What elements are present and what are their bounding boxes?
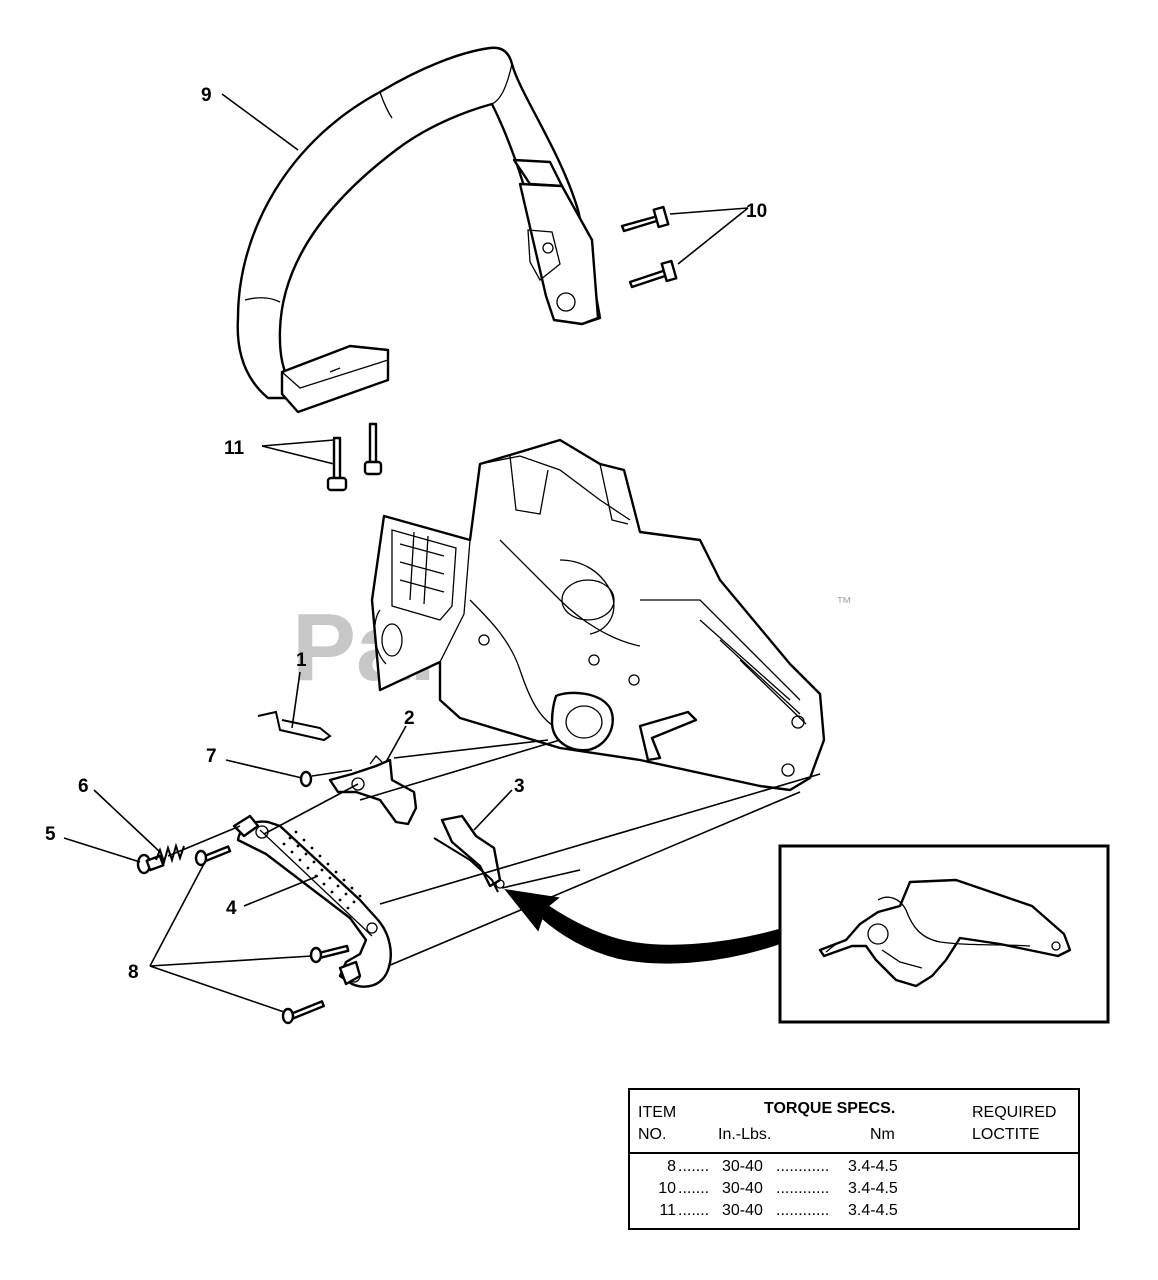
table-row: 10 ....... 30-40 ............ 3.4-4.5	[630, 1180, 1078, 1202]
row-nm: 3.4-4.5	[848, 1158, 898, 1175]
col-required-line2: LOCTITE	[972, 1126, 1040, 1143]
col-nm: Nm	[870, 1126, 895, 1143]
screw-part-5	[136, 853, 165, 875]
assembly-lines	[167, 739, 821, 967]
callout-5: 5	[45, 824, 56, 845]
row-dots: .......	[678, 1202, 710, 1219]
callout-7: 7	[206, 746, 217, 767]
detail-arrow	[504, 888, 779, 964]
front-handle-part-9	[236, 46, 602, 414]
washer-part-7	[299, 770, 313, 788]
row-dots: ............	[776, 1202, 830, 1219]
row-inlbs: 30-40	[722, 1180, 763, 1197]
callout-9: 9	[201, 85, 212, 106]
col-item-line1: ITEM	[638, 1104, 677, 1121]
row-dots: ............	[776, 1158, 830, 1175]
row-inlbs: 30-40	[722, 1158, 763, 1175]
bolts-part-10	[620, 205, 678, 289]
torque-table-header: ITEM NO. TORQUE SPECS. In.-Lbs. Nm REQUI…	[630, 1090, 1078, 1154]
row-nm: 3.4-4.5	[848, 1180, 898, 1197]
callout-3: 3	[514, 776, 525, 797]
callout-6: 6	[78, 776, 89, 797]
detail-inset	[778, 844, 1110, 1024]
row-item: 8	[667, 1158, 676, 1175]
row-item: 11	[659, 1202, 676, 1219]
callout-10: 10	[746, 201, 767, 222]
hand-guard-texture	[282, 830, 362, 910]
col-inlbs: In.-Lbs.	[718, 1126, 772, 1143]
torque-spec-table: ITEM NO. TORQUE SPECS. In.-Lbs. Nm REQUI…	[628, 1088, 1080, 1230]
screws-part-11	[326, 422, 383, 492]
col-item-line2: NO.	[638, 1126, 667, 1143]
callout-11: 11	[224, 438, 245, 459]
col-required-line1: REQUIRED	[972, 1104, 1057, 1121]
hand-guard-part-4	[232, 814, 392, 988]
callout-1: 1	[296, 650, 307, 671]
spring-part-6	[155, 842, 185, 866]
table-title: TORQUE SPECS.	[764, 1100, 896, 1117]
callout-8: 8	[128, 962, 139, 983]
screws-part-8	[194, 845, 350, 1025]
callout-2: 2	[404, 708, 415, 729]
row-dots: .......	[678, 1180, 710, 1197]
callout-4: 4	[226, 898, 237, 919]
row-inlbs: 30-40	[722, 1202, 763, 1219]
row-dots: ............	[776, 1180, 830, 1197]
table-row: 11 ....... 30-40 ............ 3.4-4.5	[630, 1202, 1078, 1224]
brake-link-part-3	[433, 814, 505, 893]
row-nm: 3.4-4.5	[848, 1202, 898, 1219]
spring-wire-part-1	[257, 710, 332, 742]
table-row: 8 ....... 30-40 ............ 3.4-4.5	[630, 1158, 1078, 1180]
watermark-trademark: ™	[836, 595, 852, 612]
brake-lever-part-2	[328, 755, 418, 826]
housing-chassis	[370, 438, 826, 792]
row-item: 10	[658, 1180, 676, 1197]
row-dots: .......	[678, 1158, 710, 1175]
leader-lines	[63, 93, 749, 1013]
